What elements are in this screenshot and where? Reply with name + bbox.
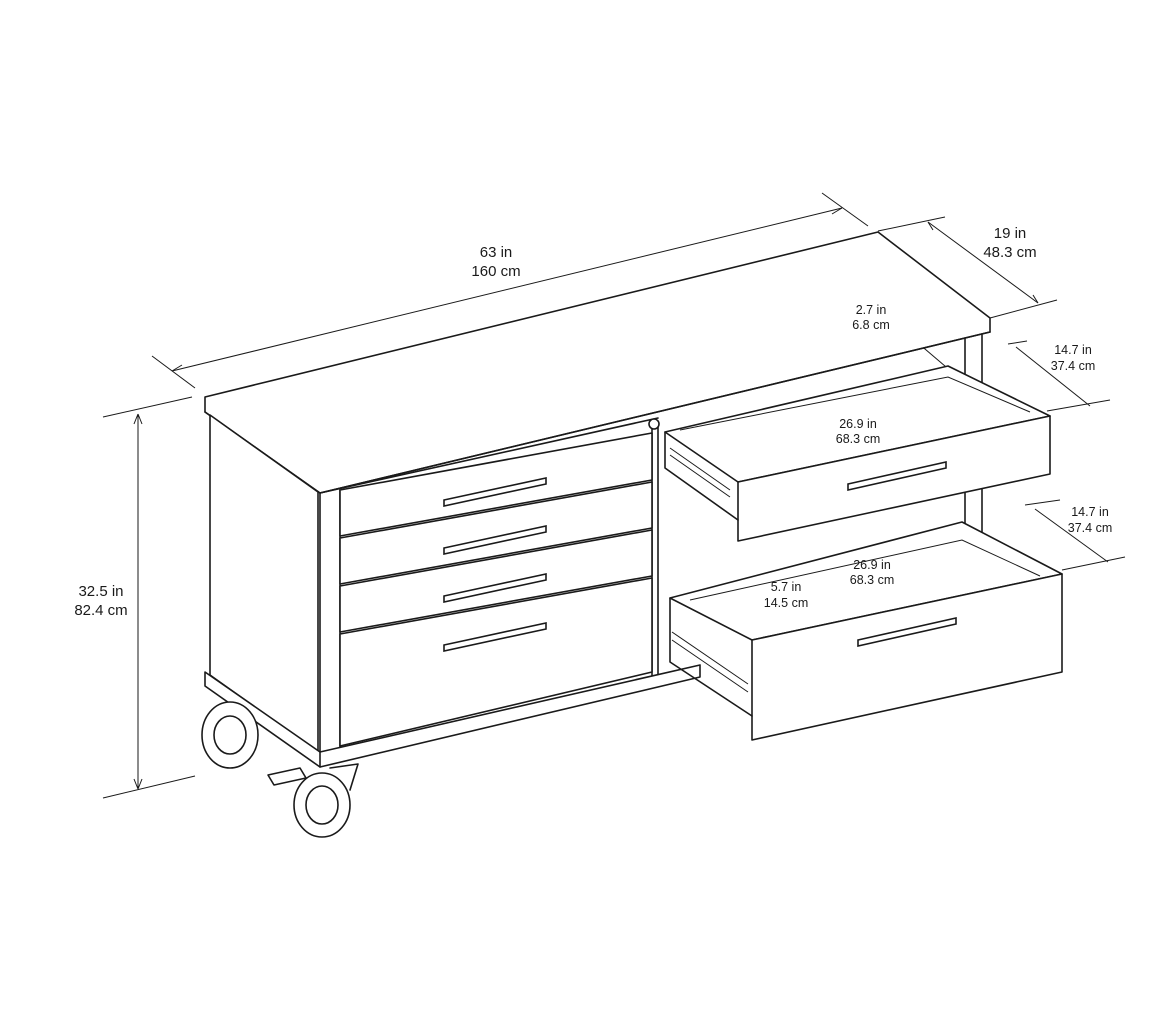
drawer-handle <box>443 477 547 507</box>
drawer-handle <box>847 461 947 491</box>
drawer-handle <box>443 573 547 603</box>
depth-metric-label: 48.3 cm <box>983 244 1036 261</box>
bottom-drawer-depth-imperial: 14.7 in <box>1071 505 1109 519</box>
bottom-drawer-depth-metric: 37.4 cm <box>1068 521 1112 535</box>
drawer-handle <box>443 622 547 652</box>
height-metric-label: 82.4 cm <box>74 602 127 619</box>
top-drawer-inner-depth-imperial: 2.7 in <box>856 303 887 317</box>
bottom-drawer-width-imperial: 26.9 in <box>853 558 891 572</box>
casters <box>201 701 359 838</box>
top-drawer-depth-metric: 37.4 cm <box>1051 359 1095 373</box>
top-drawer-depth-imperial: 14.7 in <box>1054 343 1092 357</box>
top-drawer-inner-depth-metric: 6.8 cm <box>852 318 890 332</box>
dimension-labels: 63 in 160 cm 19 in 48.3 cm 32.5 in 82.4 … <box>74 225 1112 619</box>
drawer-handle <box>443 525 547 555</box>
width-metric-label: 160 cm <box>471 263 520 280</box>
bottom-drawer-width-metric: 68.3 cm <box>850 573 894 587</box>
bottom-open-drawer <box>669 521 1063 741</box>
bottom-drawer-inner-depth-imperial: 5.7 in <box>771 580 802 594</box>
dimension-lines <box>102 192 1126 799</box>
drawer-handle <box>857 617 957 647</box>
depth-imperial-label: 19 in <box>994 225 1027 242</box>
height-imperial-label: 32.5 in <box>78 583 123 600</box>
top-drawer-width-imperial: 26.9 in <box>839 417 877 431</box>
top-drawer-width-metric: 68.3 cm <box>836 432 880 446</box>
bottom-drawer-inner-depth-metric: 14.5 cm <box>764 596 808 610</box>
left-drawer-stack <box>339 432 653 747</box>
width-imperial-label: 63 in <box>480 244 513 261</box>
top-open-drawer <box>664 365 1051 542</box>
